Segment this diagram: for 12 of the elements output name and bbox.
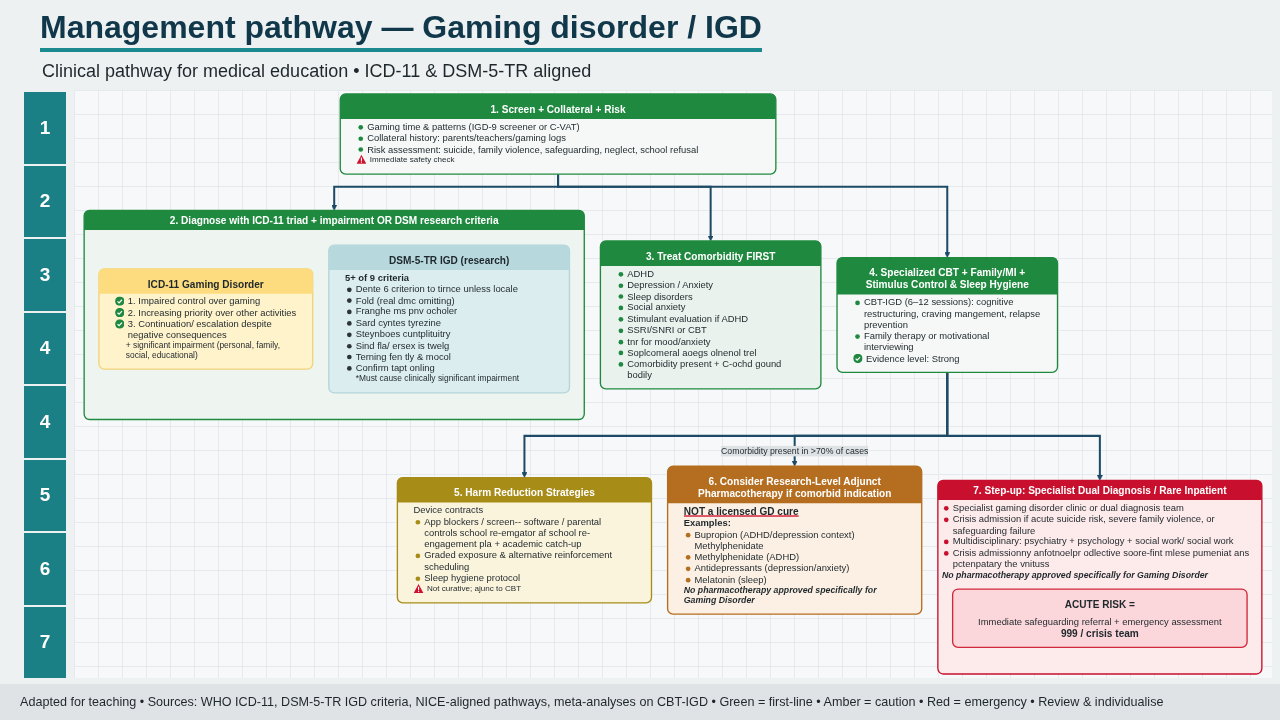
row-number: 4 (24, 312, 66, 384)
row-number: 1 (24, 92, 66, 164)
subtitle: Clinical pathway for medical education • ICD-11 & DSM-5-TR aligned (42, 60, 592, 82)
row-number: 5 (24, 459, 66, 531)
row-number: 2 (24, 165, 66, 237)
row-number: 4 (24, 386, 66, 458)
row-number: 6 (24, 533, 66, 605)
title: Management pathway — Gaming disorder / IGD (40, 8, 762, 52)
footer-caption: Adapted for teaching • Sources: WHO ICD-11, DSM-5-TR IGD criteria, NICE-aligned pathways, meta-analyses on CBT-IGD • Green = first-line • Amber = caution • Red = emergency • Review & individualise (0, 684, 1280, 720)
row-number: 3 (24, 239, 66, 311)
row-number: 7 (24, 606, 66, 678)
edge-label: Comorbidity present in >70% of cases (720, 445, 869, 456)
